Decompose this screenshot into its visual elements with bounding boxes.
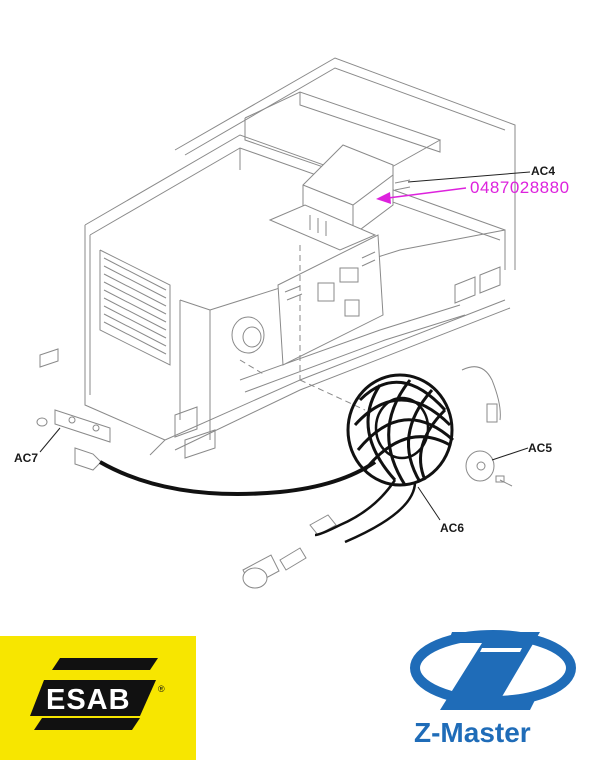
callout-ac7-label: AC7 — [14, 451, 39, 465]
callout-leaders — [39, 171, 531, 521]
esab-registered-mark: ® — [158, 684, 165, 694]
esab-logo-shape — [0, 636, 196, 760]
zmaster-emblem — [410, 630, 576, 710]
ac4-board-part — [268, 144, 411, 366]
callout-ac5-label: AC5 — [528, 441, 553, 455]
ac6-toroid-coil — [314, 373, 455, 544]
zmaster-wordmark: Z-Master — [414, 717, 531, 748]
esab-wordmark: ESAB — [46, 684, 131, 716]
esab-logo — [0, 636, 196, 760]
ground-cable — [99, 460, 377, 496]
assembly-guide-lines — [239, 245, 366, 411]
part-number-arrow — [376, 187, 467, 204]
callout-ac4-label: AC4 — [531, 164, 556, 178]
callout-ac6-label: AC6 — [440, 521, 465, 535]
ac6-connector-part — [242, 514, 337, 589]
part-number-label: 0487028880 — [470, 178, 570, 197]
ac7-bracket-part — [36, 409, 111, 471]
ac5-washer-part — [461, 366, 513, 487]
